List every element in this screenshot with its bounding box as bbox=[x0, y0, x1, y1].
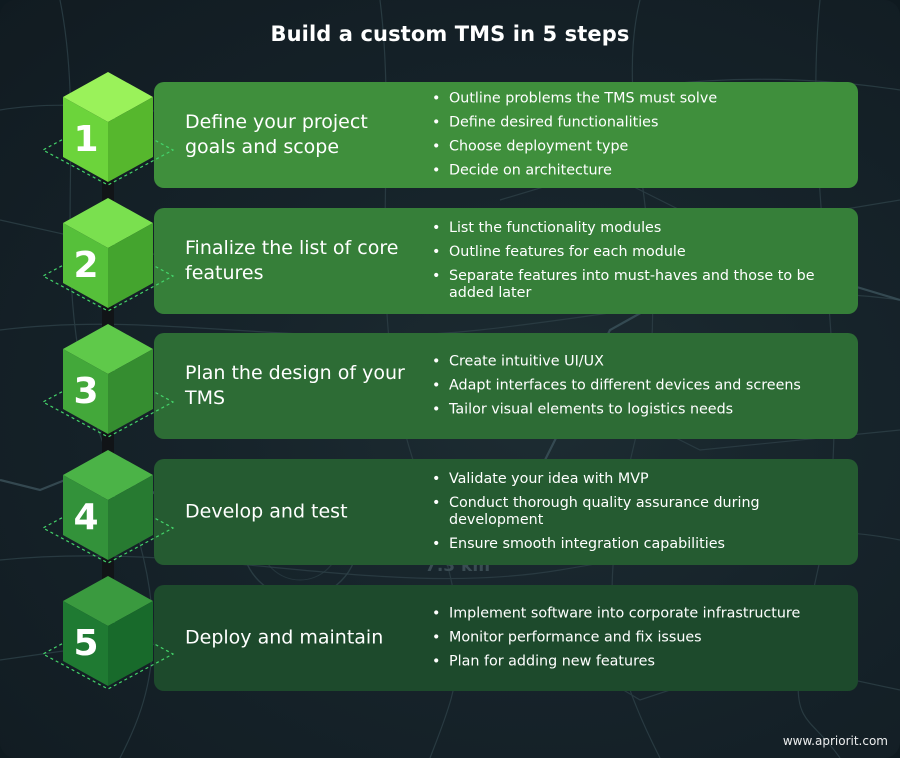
step-1-title: Define your project goals and scope bbox=[185, 111, 368, 158]
step-3-cube-left bbox=[63, 349, 108, 434]
step-3-number: 3 bbox=[73, 371, 98, 412]
step-2-cube: 2 bbox=[41, 198, 175, 312]
step-4-number: 4 bbox=[73, 497, 98, 538]
step-1-bullet: Decide on architecture bbox=[432, 163, 842, 180]
step-2-title: Finalize the list of core features bbox=[185, 237, 399, 284]
step-3-title: Plan the design of your TMS bbox=[185, 362, 405, 409]
step-1-bullet: Choose deployment type bbox=[432, 139, 842, 156]
step-4-bullet: Conduct thorough quality assurance durin… bbox=[432, 495, 842, 529]
step-5-bullet: Plan for adding new features bbox=[432, 654, 842, 671]
step-3-cube-right bbox=[108, 349, 153, 434]
step-4-bullet: Validate your idea with MVP bbox=[432, 471, 842, 488]
step-4-cube-right bbox=[108, 475, 153, 560]
step-2-cube-left bbox=[63, 223, 108, 308]
step-2-bullet: Separate features into must-haves and th… bbox=[432, 268, 842, 302]
step-3-cube: 3 bbox=[41, 324, 175, 438]
infographic-title: Build a custom TMS in 5 steps bbox=[270, 22, 630, 46]
step-4-title: Develop and test bbox=[185, 500, 348, 523]
step-5-list: Implement software into corporate infras… bbox=[432, 606, 842, 671]
step-1-list: Outline problems the TMS must solve Defi… bbox=[432, 91, 842, 180]
step-3-card: Plan the design of your TMS Create intui… bbox=[154, 333, 858, 439]
step-2-card: Finalize the list of core features List … bbox=[154, 208, 858, 314]
step-4-bullet: Ensure smooth integration capabilities bbox=[432, 536, 842, 553]
step-4-card: Develop and test Validate your idea with… bbox=[154, 459, 858, 565]
step-1-cube: 1 bbox=[41, 72, 175, 186]
step-5-number: 5 bbox=[73, 623, 98, 664]
step-4-cube-left bbox=[63, 475, 108, 560]
website-url: www.apriorit.com bbox=[782, 734, 888, 748]
step-2-cube-right bbox=[108, 223, 153, 308]
step-1-bullet: Define desired functionalities bbox=[432, 115, 842, 132]
step-4-cube: 4 bbox=[41, 450, 175, 564]
step-2-bullet: List the functionality modules bbox=[432, 220, 842, 237]
step-1-cube-right bbox=[108, 97, 153, 182]
step-1-bullet: Outline problems the TMS must solve bbox=[432, 91, 842, 108]
step-2-number: 2 bbox=[73, 245, 98, 286]
step-2-bullet: Outline features for each module bbox=[432, 244, 842, 261]
step-5-bullet: Implement software into corporate infras… bbox=[432, 606, 842, 623]
step-3-bullet: Create intuitive UI/UX bbox=[432, 354, 842, 371]
step-1-cube-left bbox=[63, 97, 108, 182]
step-1-card: Define your project goals and scope Outl… bbox=[154, 82, 858, 188]
step-5-cube: 5 bbox=[41, 576, 175, 690]
step-4-list: Validate your idea with MVP Conduct thor… bbox=[432, 471, 842, 553]
step-5-cube-left bbox=[63, 601, 108, 686]
step-5-cube-right bbox=[108, 601, 153, 686]
step-1-number: 1 bbox=[73, 119, 98, 160]
step-5-bullet: Monitor performance and fix issues bbox=[432, 630, 842, 647]
step-3-list: Create intuitive UI/UX Adapt interfaces … bbox=[432, 354, 842, 419]
step-3-bullet: Tailor visual elements to logistics need… bbox=[432, 402, 842, 419]
step-5-card: Deploy and maintain Implement software i… bbox=[154, 585, 858, 691]
step-5-title: Deploy and maintain bbox=[185, 626, 384, 649]
step-3-bullet: Adapt interfaces to different devices an… bbox=[432, 378, 842, 395]
step-2-list: List the functionality modules Outline f… bbox=[432, 220, 842, 302]
